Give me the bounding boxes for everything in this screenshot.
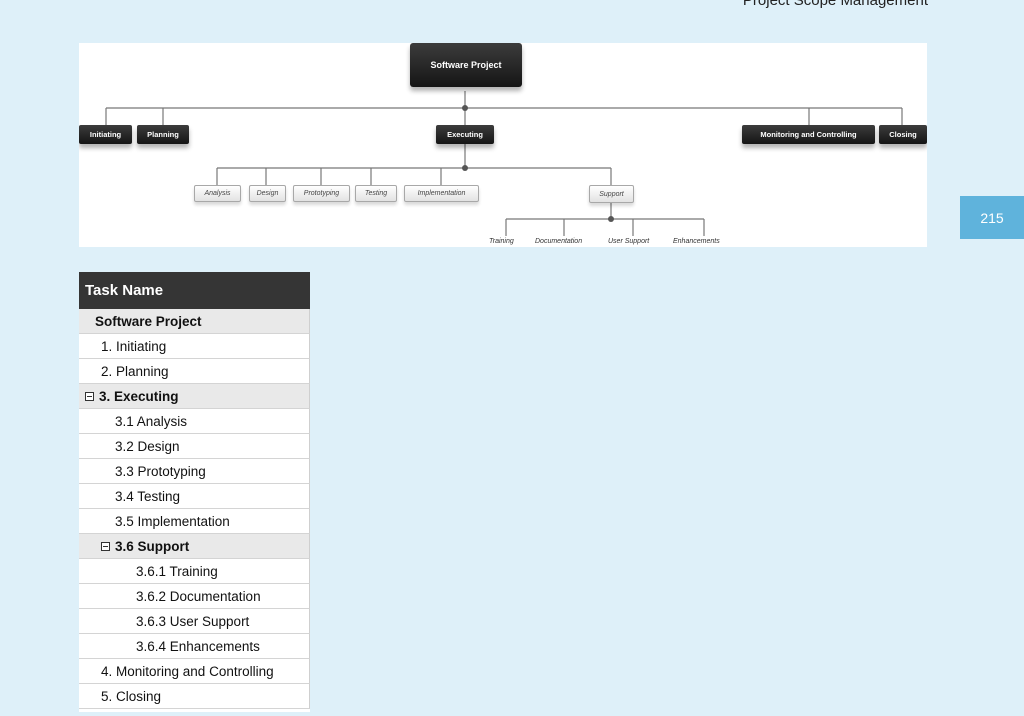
table-row[interactable]: 3.6.1 Training — [79, 559, 310, 584]
wbs-leaf-documentation[interactable]: Documentation — [535, 238, 583, 245]
task-name-table: Task Name Software Project 1. Initiating 2… — [79, 272, 310, 712]
table-row[interactable]: 3.6.3 User Support — [79, 609, 310, 634]
wbs-node-testing[interactable]: Testing — [355, 185, 397, 202]
task-name-cell: 3.5 Implementation — [115, 513, 230, 529]
wbs-node-design[interactable]: Design — [249, 185, 286, 202]
task-name-cell: 5. Closing — [101, 688, 162, 704]
task-name-cell: 3.1 Analysis — [115, 413, 188, 429]
table-row[interactable]: 3.1 Analysis — [79, 409, 310, 434]
task-name-cell: 3.6.1 Training — [136, 563, 218, 579]
table-row[interactable]: 3. Executing — [79, 384, 310, 409]
task-name-cell: 3.6 Support — [115, 538, 190, 554]
table-row[interactable]: Software Project — [79, 309, 310, 334]
wbs-leaf-training[interactable]: Training — [489, 238, 514, 245]
wbs-leaf-user-support[interactable]: User Support — [608, 238, 650, 245]
wbs-diagram: Software Project Initiating Planning Exe… — [79, 43, 927, 247]
table-row[interactable]: 2. Planning — [79, 359, 310, 384]
wbs-node-analysis[interactable]: Analysis — [194, 185, 241, 202]
page-header-title: Project Scope Management — [742, 0, 928, 9]
wbs-node-closing[interactable]: Closing — [879, 125, 927, 144]
task-name-cell: 3.6.2 Documentation — [136, 588, 261, 604]
wbs-node-initiating[interactable]: Initiating — [79, 125, 132, 144]
task-name-cell: Software Project — [95, 313, 202, 329]
wbs-leaf-enhancements[interactable]: Enhancements — [673, 238, 720, 245]
wbs-connectors — [105, 91, 903, 236]
wbs-node-prototyping[interactable]: Prototyping — [293, 185, 350, 202]
task-name-cell: 3.4 Testing — [115, 488, 181, 504]
page-number-tab: 215 — [960, 196, 1024, 239]
table-row[interactable]: 5. Closing — [79, 684, 310, 709]
collapse-toggle-icon[interactable] — [101, 541, 110, 551]
wbs-node-executing[interactable]: Executing — [436, 125, 494, 144]
table-row[interactable]: 3.3 Prototyping — [79, 459, 310, 484]
task-name-cell: 4. Monitoring and Controlling — [101, 663, 274, 679]
table-row[interactable]: 3.2 Design — [79, 434, 310, 459]
task-name-column-header[interactable]: Task Name — [79, 272, 310, 309]
table-row[interactable]: 3.5 Implementation — [79, 509, 310, 534]
table-row[interactable]: 3.4 Testing — [79, 484, 310, 509]
wbs-node-implementation[interactable]: Implementation — [404, 185, 479, 202]
task-name-cell: 3. Executing — [99, 388, 179, 404]
task-rows: Software Project 1. Initiating 2. Planning… — [79, 309, 310, 709]
task-name-cell: 3.2 Design — [115, 438, 180, 454]
wbs-node-support[interactable]: Support — [589, 185, 634, 203]
table-row[interactable]: 3.6.4 Enhancements — [79, 634, 310, 659]
wbs-node-planning[interactable]: Planning — [137, 125, 189, 144]
task-name-cell: 2. Planning — [101, 363, 169, 379]
wbs-node-software-project[interactable]: Software Project — [410, 43, 522, 87]
task-name-cell: 3.6.4 Enhancements — [136, 638, 260, 654]
table-row[interactable]: 4. Monitoring and Controlling — [79, 659, 310, 684]
task-name-cell: 1. Initiating — [101, 338, 167, 354]
task-name-cell: 3.6.3 User Support — [136, 613, 250, 629]
table-row[interactable]: 1. Initiating — [79, 334, 310, 359]
wbs-node-monitoring-and-controlling[interactable]: Monitoring and Controlling — [742, 125, 875, 144]
table-row[interactable]: 3.6 Support — [79, 534, 310, 559]
table-row[interactable]: 3.6.2 Documentation — [79, 584, 310, 609]
task-name-cell: 3.3 Prototyping — [115, 463, 206, 479]
collapse-toggle-icon[interactable] — [85, 391, 94, 401]
